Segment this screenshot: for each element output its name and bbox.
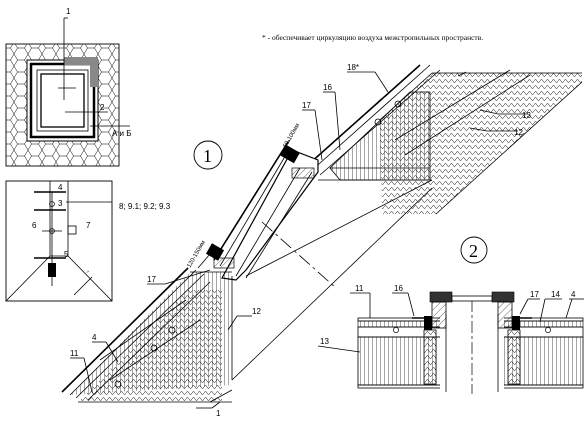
section-marker-2: 2 bbox=[460, 236, 488, 264]
s2-label-14: 14 bbox=[551, 290, 560, 299]
plan-label-ab: А и Б bbox=[112, 129, 132, 138]
s2-label-11: 11 bbox=[355, 284, 364, 293]
section-1: 18* 16 17 13 12 60-100мм 120-150мм 17 12… bbox=[61, 63, 583, 418]
section-2: 11 16 17 14 4 13 bbox=[317, 284, 584, 394]
s1-label-18: 18* bbox=[347, 63, 359, 72]
s1-label-4: 4 bbox=[92, 333, 97, 342]
s1-label-1: 1 bbox=[216, 409, 221, 418]
svg-text:2: 2 bbox=[469, 241, 478, 261]
legend-arrow-mark: → bbox=[83, 268, 91, 276]
legend-label-5: 5 bbox=[64, 250, 69, 259]
legend-label-7: 7 bbox=[86, 221, 91, 230]
legend-label-refs: 8; 9.1; 9.2; 9.3 bbox=[119, 202, 171, 211]
s2-label-4: 4 bbox=[571, 290, 576, 299]
plan-label-1: 1 bbox=[66, 7, 71, 16]
s2-label-13: 13 bbox=[320, 337, 329, 346]
s1-label-16: 16 bbox=[323, 83, 332, 92]
s1-label-13: 13 bbox=[522, 111, 531, 120]
legend-label-3: 3 bbox=[58, 199, 63, 208]
legend-label-6: 6 bbox=[32, 221, 37, 230]
s2-label-17: 17 bbox=[530, 290, 539, 299]
roof-view-box: 4 3 6 7 5 8; 9.1; 9.2; 9.3 → bbox=[5, 180, 171, 302]
ridge-mark bbox=[457, 71, 467, 77]
s2-label-16: 16 bbox=[394, 284, 403, 293]
s1-label-17-bottom: 17 bbox=[147, 275, 156, 284]
legend-label-4: 4 bbox=[58, 183, 63, 192]
plan-view: 1 2 А и Б bbox=[5, 7, 132, 167]
section-marker-1: 1 bbox=[193, 140, 223, 170]
s1-dim-top: 60-100мм bbox=[283, 123, 302, 149]
svg-text:1: 1 bbox=[203, 146, 212, 166]
s1-label-12-bottom: 12 bbox=[252, 307, 261, 316]
plan-label-2: 2 bbox=[100, 103, 105, 112]
s1-label-11: 11 bbox=[70, 349, 79, 358]
note-text: * - обеспечивает циркуляцию воздуха межс… bbox=[262, 33, 483, 42]
s1-label-12-top: 12 bbox=[514, 128, 523, 137]
s1-label-17-top: 17 bbox=[302, 101, 311, 110]
s1-dim-bottom: 120-150мм bbox=[187, 240, 207, 269]
